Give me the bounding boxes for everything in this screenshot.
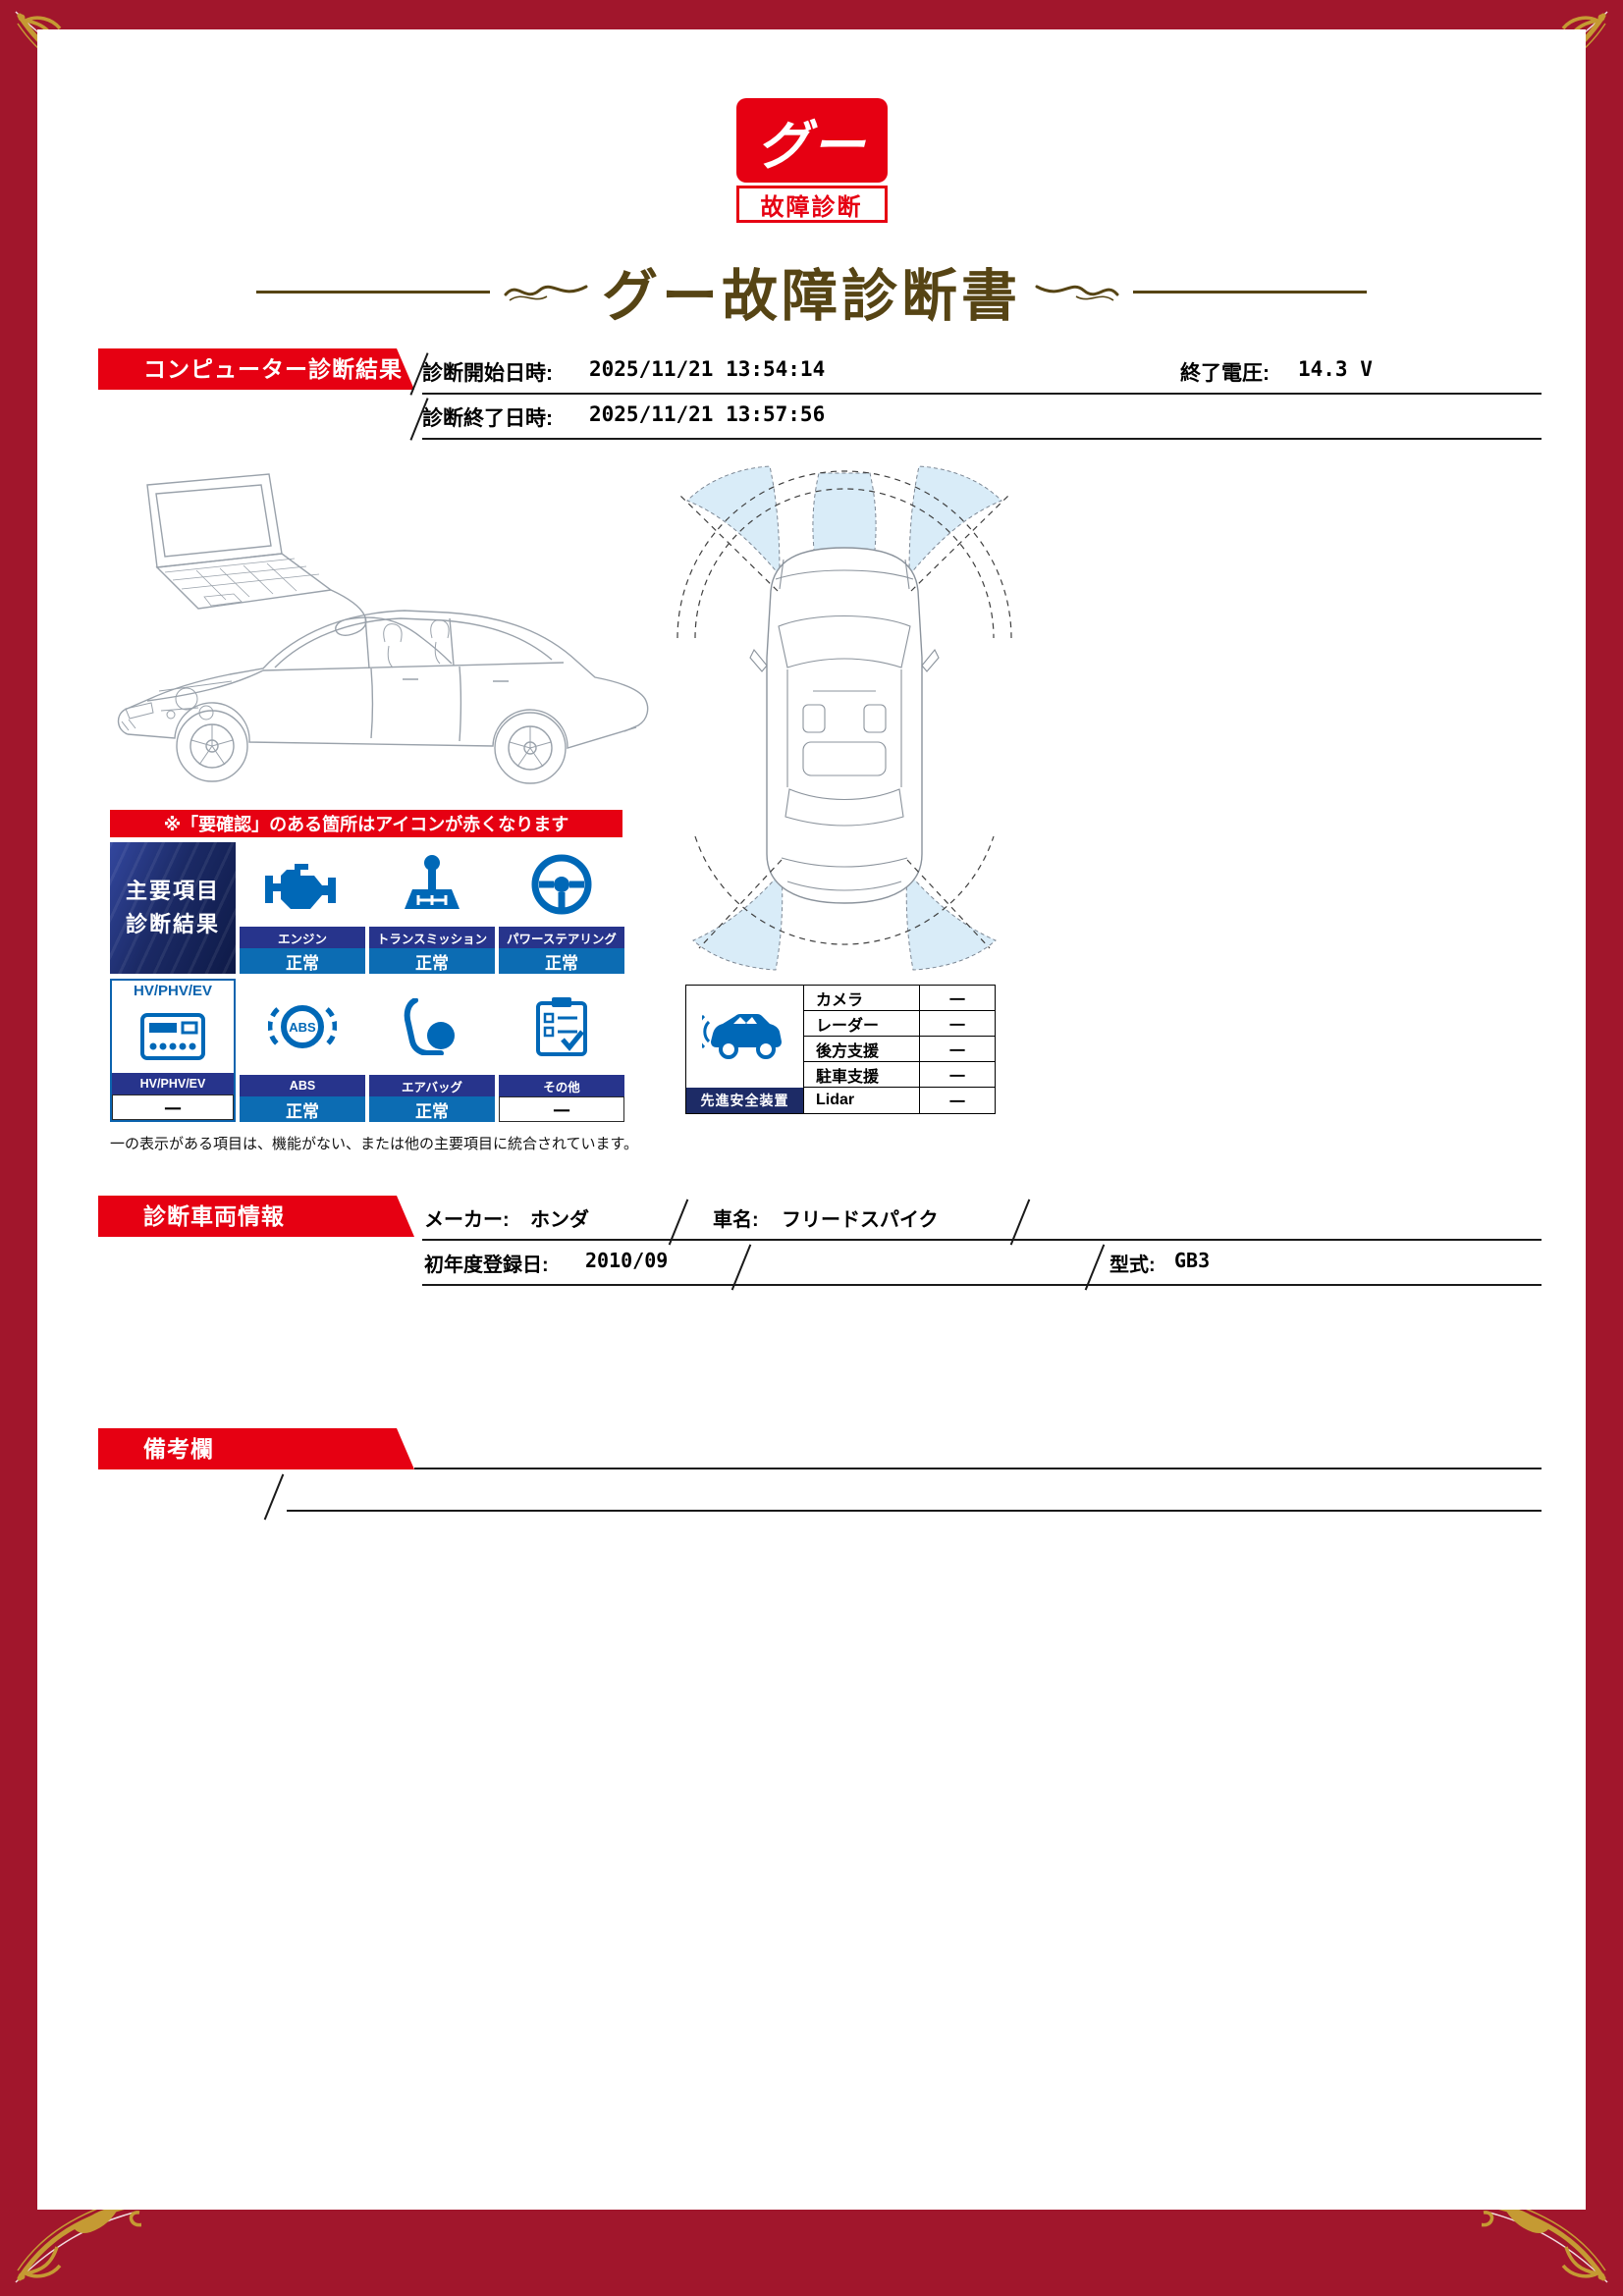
- obd-laptop-car-illustration: [117, 473, 649, 784]
- remarks-line-2: [287, 1510, 1542, 1512]
- diagnosis-grid: 主要項目 診断結果 エンジン 正常: [110, 842, 624, 1122]
- report-title-row: グー故障診断書: [37, 251, 1586, 332]
- safety-row-label: レーダー: [804, 1011, 920, 1037]
- tile-status: 一: [499, 1096, 624, 1122]
- goo-logo-mark: グー: [735, 98, 888, 183]
- tile-status: 正常: [499, 948, 624, 974]
- tile-status: 正常: [240, 1096, 365, 1122]
- title-rule-left: [256, 290, 490, 294]
- car-name-label: 車名:: [713, 1209, 759, 1231]
- maker-value: ホンダ: [530, 1209, 589, 1231]
- safety-icon-cell: 先進安全装置: [686, 986, 804, 1113]
- tile-label: HV/PHV/EV: [112, 1073, 234, 1095]
- tile-label: パワーステアリング: [499, 927, 624, 948]
- report-title: グー故障診断書: [602, 265, 1021, 328]
- safety-row-label: 駐車支援: [804, 1062, 920, 1088]
- divider-line: [422, 438, 1542, 440]
- divider-line: [422, 393, 1542, 395]
- alert-note-bar: ※「要確認」のある箇所はアイコンが赤くなります: [110, 810, 622, 837]
- model-code-label: 型式:: [1109, 1255, 1156, 1276]
- tile-label: エアバッグ: [369, 1075, 495, 1096]
- hv-top-label: HV/PHV/EV: [133, 982, 213, 999]
- start-datetime-label: 診断開始日時:: [422, 362, 553, 385]
- maker-label: メーカー:: [424, 1209, 510, 1231]
- safety-row-label: 後方支援: [804, 1037, 920, 1062]
- goo-logo-caption: 故障診断: [735, 186, 888, 223]
- section-banner-remarks: 備考欄: [98, 1428, 414, 1469]
- summary-line1: 主要項目: [126, 878, 221, 903]
- hv-phv-ev-icon: [140, 1013, 205, 1060]
- divider-line: [422, 1284, 1542, 1286]
- corner-ornament-icon: [15, 2195, 141, 2283]
- remarks-line-1: [414, 1468, 1542, 1469]
- safety-row-value: 一: [920, 1037, 995, 1062]
- end-voltage-label: 終了電圧:: [1180, 362, 1270, 385]
- car-name-value: フリードスパイク: [782, 1209, 939, 1231]
- section-banner-vehicle-info: 診断車両情報: [98, 1196, 414, 1237]
- summary-header-tile: 主要項目 診断結果: [110, 842, 236, 974]
- abs-icon: ABS: [268, 1005, 337, 1048]
- airbag-icon: [404, 998, 455, 1055]
- summary-line2: 診断結果: [126, 912, 221, 936]
- safety-row-value: 一: [920, 1062, 995, 1088]
- end-datetime-value: 2025/11/21 13:57:56: [589, 402, 826, 426]
- tile-status: 正常: [369, 1096, 495, 1122]
- tile-power-steering: パワーステアリング 正常: [499, 842, 624, 974]
- safety-car-icon: [701, 1014, 782, 1059]
- end-voltage-value: 14.3 V: [1298, 357, 1373, 381]
- safety-row-label: Lidar: [804, 1088, 920, 1113]
- tile-label: エンジン: [240, 927, 365, 948]
- transmission-icon: [405, 855, 460, 909]
- tile-status: 一: [112, 1095, 234, 1120]
- tile-label: トランスミッション: [369, 927, 495, 948]
- power-steering-icon: [531, 854, 592, 915]
- tile-engine: エンジン 正常: [240, 842, 365, 974]
- flourish-icon: [504, 285, 588, 301]
- report-sheet: グー 故障診断 グー故障診断書 コンピューター診断結果 診断開始日時: 2025…: [37, 29, 1586, 2210]
- engine-icon: [265, 864, 336, 909]
- tile-label: その他: [499, 1075, 624, 1096]
- safety-row-value: 一: [920, 1011, 995, 1037]
- safety-row-value: 一: [948, 1095, 965, 1111]
- safety-row-label: カメラ: [804, 986, 920, 1011]
- tile-status: 正常: [240, 948, 365, 974]
- title-rule-right: [1133, 290, 1367, 294]
- tile-hv-phv-ev: HV/PHV/EV HV/PHV/EV 一: [110, 979, 236, 1122]
- first-registration-value: 2010/09: [585, 1249, 669, 1272]
- end-datetime-label: 診断終了日時:: [422, 407, 553, 430]
- divider-slash: [263, 1473, 285, 1521]
- section-banner-computer-diagnosis: コンピューター診断結果: [98, 348, 414, 390]
- tile-label: ABS: [240, 1075, 365, 1096]
- tile-airbag: エアバッグ 正常: [369, 979, 495, 1122]
- corner-ornament-icon: [1482, 2195, 1608, 2283]
- dash-note: 一の表示がある項目は、機能がない、または他の主要項目に統合されています。: [110, 1136, 639, 1152]
- start-datetime-value: 2025/11/21 13:54:14: [589, 357, 826, 381]
- flourish-icon: [1035, 285, 1119, 301]
- tile-other: その他 一: [499, 979, 624, 1122]
- tile-status: 正常: [369, 948, 495, 974]
- safety-caption: 先進安全装置: [686, 1088, 803, 1113]
- tile-abs: ABS ABS 正常: [240, 979, 365, 1122]
- safety-row-value: 一: [920, 986, 995, 1011]
- divider-line: [422, 1239, 1542, 1241]
- svg-text:ABS: ABS: [289, 1020, 316, 1035]
- first-registration-label: 初年度登録日:: [424, 1255, 549, 1276]
- advanced-safety-table: 先進安全装置 カメラ 一 レーダー 一 後方支援 一 駐車支援 一 Lidar …: [685, 985, 996, 1114]
- sensor-coverage-illustration: [676, 465, 1012, 971]
- brand-logo: グー 故障診断: [735, 98, 888, 223]
- other-checklist-icon: [536, 997, 587, 1056]
- model-code-value: GB3: [1174, 1249, 1211, 1272]
- tile-transmission: トランスミッション 正常: [369, 842, 495, 974]
